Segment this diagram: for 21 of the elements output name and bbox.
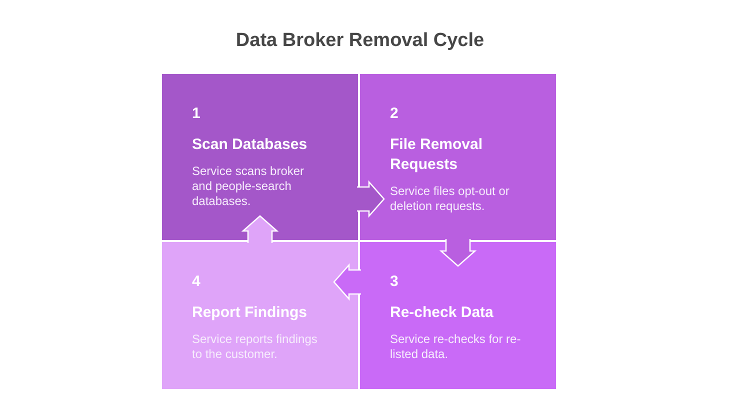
step-panel xyxy=(161,241,359,390)
step-panel xyxy=(161,73,359,241)
step-title: Report Findings xyxy=(192,303,308,323)
step-description: Service scans broker and people-search databases. xyxy=(192,164,306,209)
step-panel xyxy=(359,73,557,241)
block-arrow xyxy=(333,263,362,301)
step-title: Re-check Data xyxy=(390,303,494,323)
block-arrow xyxy=(241,215,279,244)
step-number: 1 xyxy=(192,105,202,123)
step-title: File Removal Requests xyxy=(390,135,484,175)
step-number: 4 xyxy=(192,273,202,291)
step-title: Scan Databases xyxy=(192,135,308,155)
block-arrow xyxy=(439,238,477,267)
step-number: 3 xyxy=(390,273,400,291)
step-description: Service reports findings to the customer. xyxy=(192,332,318,362)
step-number: 2 xyxy=(390,105,400,123)
step-description: Service re-checks for re-listed data. xyxy=(390,332,522,362)
step-panel xyxy=(359,241,557,390)
diagram-title: Data Broker Removal Cycle xyxy=(236,30,484,51)
step-description: Service files opt-out or deletion requests. xyxy=(390,184,510,214)
block-arrow xyxy=(356,180,385,218)
